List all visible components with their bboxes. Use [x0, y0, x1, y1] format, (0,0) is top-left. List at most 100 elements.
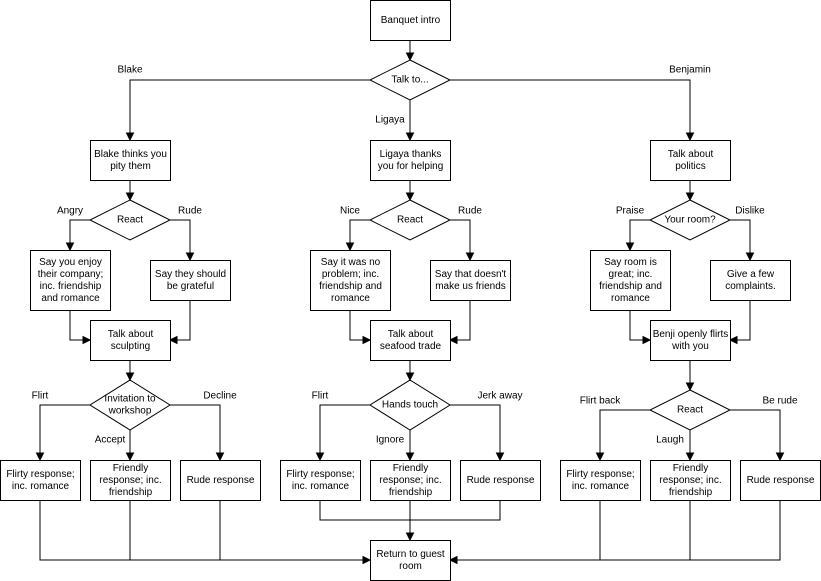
friendly-1-text-line: Friendly: [113, 463, 149, 474]
talk-politics-text-line: Talk about: [668, 149, 714, 160]
friendly-3-text-line: response; inc.: [659, 475, 721, 486]
edge-label-rude-ligaya: Rude: [458, 206, 482, 217]
talk-to-text-line: Talk to...: [391, 75, 428, 86]
arrowhead: [745, 252, 755, 262]
connector-line: [69, 219, 90, 250]
arrowhead: [405, 532, 415, 542]
edge-label-flirt-2: Flirt: [312, 391, 329, 402]
rude-2-box: [460, 460, 541, 501]
friendly-3-box: [650, 460, 731, 501]
say-room-great-text-line: romance: [611, 293, 650, 304]
benji-flirts-text-line: with you: [671, 341, 709, 352]
arrowhead: [685, 452, 695, 462]
flirty-1-box: [0, 460, 81, 501]
say-grateful-box: [150, 260, 231, 301]
talk-seafood-box: [370, 320, 451, 361]
react-benji-text-line: React: [677, 405, 703, 416]
edge-label-nice: Nice: [340, 206, 360, 217]
arrowhead: [728, 335, 738, 345]
friendly-1-text-line: response; inc.: [99, 475, 161, 486]
edge-label-ligaya: Ligaya: [375, 115, 405, 126]
talk-to-decision: [368, 59, 452, 101]
invitation-decision: [89, 379, 171, 431]
say-grateful-text-line: be grateful: [167, 281, 214, 292]
react-blake-text-line: React: [117, 215, 143, 226]
connector-line: [170, 404, 221, 460]
friendly-2-box: [370, 460, 451, 501]
edge-label-flirt-1: Flirt: [32, 391, 49, 402]
connector-line: [450, 500, 781, 561]
connector-line: [349, 310, 370, 341]
react-ligaya-text-line: React: [397, 215, 423, 226]
talk-politics-box: [650, 140, 731, 181]
flirty-3-text-line: inc. romance: [572, 481, 630, 492]
edge-label-blake: Blake: [117, 65, 142, 76]
flirty-2-box: [280, 460, 361, 501]
arrowhead: [405, 452, 415, 462]
talk-seafood-text-line: Talk about: [388, 329, 434, 340]
flirty-3-text-line: Flirty response;: [566, 469, 634, 480]
say-no-problem-box: [310, 250, 391, 311]
intro-text-line: Banquet intro: [381, 15, 441, 26]
complaints-box: [710, 260, 791, 301]
edge-label-flirt-back: Flirt back: [580, 396, 622, 407]
arrowhead: [345, 242, 355, 252]
say-room-great-text-line: friendship and: [599, 281, 662, 292]
say-enjoy-text-line: Say you enjoy: [39, 257, 102, 268]
connector-line: [450, 404, 501, 460]
connector-line: [730, 300, 751, 341]
connector-line: [450, 79, 691, 140]
connector-line: [39, 404, 90, 460]
return-text-line: room: [399, 561, 422, 572]
connector-line: [319, 500, 501, 521]
arrowhead: [405, 372, 415, 382]
connector-line: [319, 404, 370, 460]
intro-box: [370, 0, 451, 41]
say-enjoy-text-line: and romance: [41, 293, 100, 304]
rude-1-text-line: Rude response: [187, 475, 255, 486]
connector-line: [730, 219, 751, 260]
connector-line: [450, 300, 471, 341]
connector-line: [450, 219, 471, 260]
arrowhead: [405, 52, 415, 62]
rude-2-text-line: Rude response: [467, 475, 535, 486]
flirty-1-text-line: Flirty response;: [6, 469, 74, 480]
ligaya-thanks-box: [370, 140, 451, 181]
friendly-2-text-line: friendship: [389, 487, 433, 498]
say-no-problem-text-line: problem; inc.: [322, 269, 379, 280]
blake-pity-text-line: Blake thinks you: [94, 149, 167, 160]
connector-line: [170, 300, 191, 341]
say-no-problem-text-line: Say it was no: [321, 257, 381, 268]
blake-pity-box: [90, 140, 171, 181]
say-not-friends-text-line: make us friends: [435, 281, 506, 292]
edge-label-decline: Decline: [203, 391, 237, 402]
arrowhead: [685, 192, 695, 202]
say-no-problem-text-line: romance: [331, 293, 370, 304]
connector-line: [39, 500, 370, 561]
edge-label-praise: Praise: [616, 206, 645, 217]
arrowhead: [642, 335, 652, 345]
your-room-decision: [648, 199, 732, 241]
rude-3-box: [740, 460, 821, 501]
complaints-text-line: Give a few: [727, 269, 775, 280]
arrowhead: [362, 555, 372, 565]
hands-touch-decision: [369, 379, 451, 431]
arrowhead: [495, 452, 505, 462]
connector-line: [170, 219, 191, 260]
connector-line: [349, 219, 370, 250]
edge-label-benjamin: Benjamin: [669, 65, 711, 76]
arrowhead: [315, 452, 325, 462]
arrowhead: [168, 335, 178, 345]
friendly-2-text-line: response; inc.: [379, 475, 441, 486]
arrowhead: [35, 452, 45, 462]
edge-label-ignore: Ignore: [376, 435, 405, 446]
invitation-text-line: workshop: [108, 406, 152, 417]
arrowhead: [125, 132, 135, 142]
react-blake-decision: [88, 199, 172, 241]
talk-sculpting-text-line: Talk about: [108, 329, 154, 340]
connector-line: [629, 310, 650, 341]
friendly-3-text-line: friendship: [669, 487, 713, 498]
say-room-great-text-line: great; inc.: [609, 269, 653, 280]
